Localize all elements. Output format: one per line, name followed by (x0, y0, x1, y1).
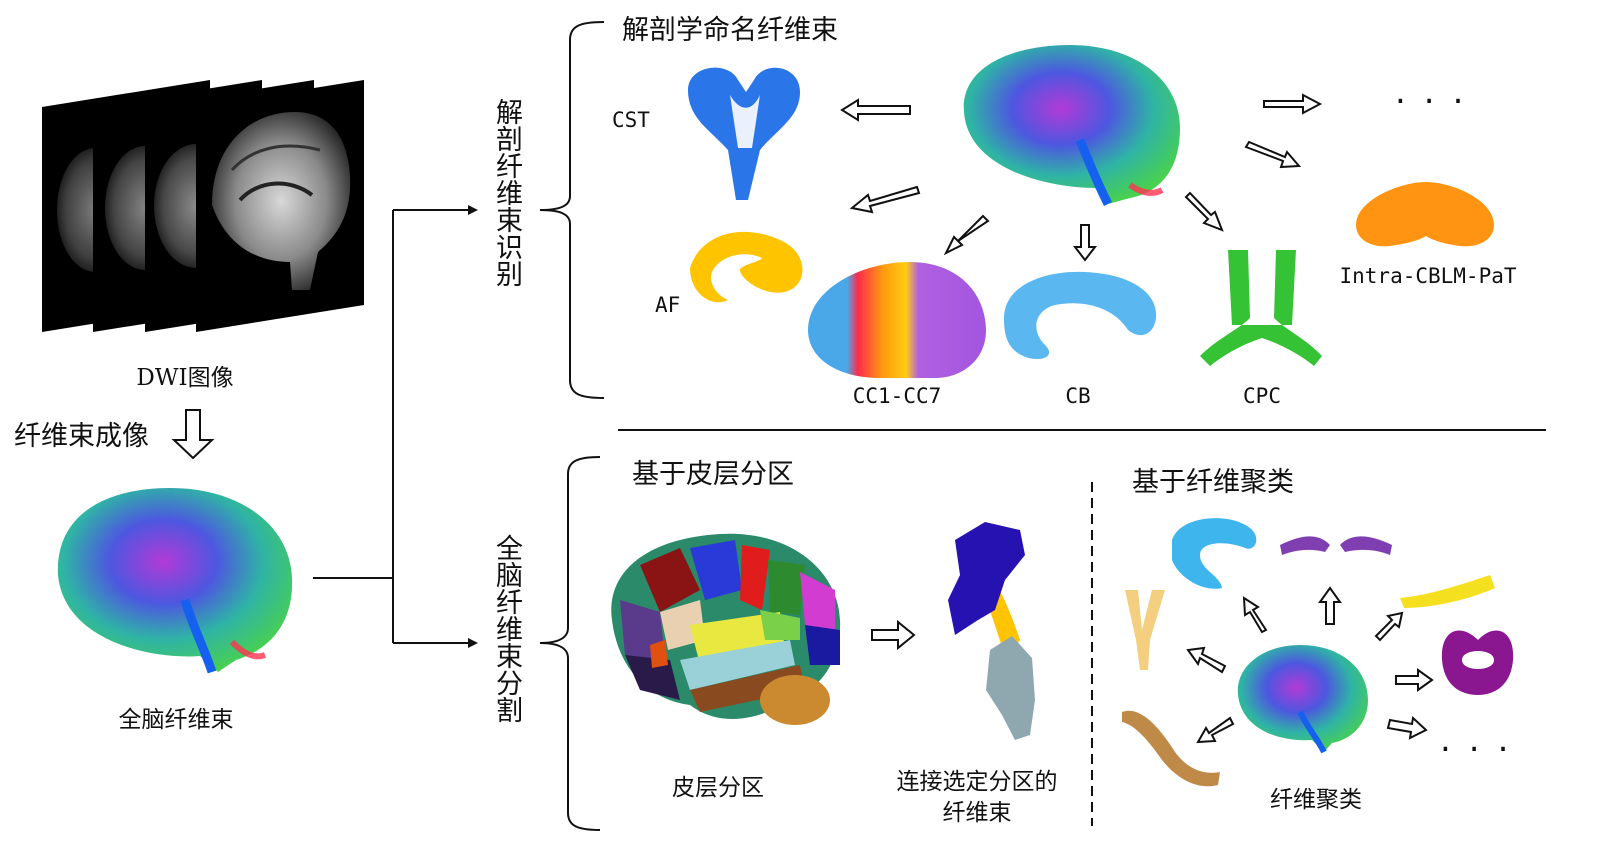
top-section-title: 解剖学命名纤维束 (622, 15, 838, 46)
tract-label-cpc: CPC (1243, 384, 1281, 408)
cluster-label: 纤维聚类 (1270, 787, 1362, 813)
arrow-to-cpc (1184, 191, 1224, 232)
arrow-cl-7 (1386, 716, 1428, 740)
arrow-to-more-top (1263, 93, 1323, 115)
cluster-cyan (1172, 518, 1257, 589)
tract-label-cb: CB (1065, 384, 1091, 408)
bottom-ellipsis: ... (1440, 720, 1527, 760)
selected-region-connection (948, 522, 1035, 740)
arrow-cl-5 (1395, 668, 1434, 692)
arrow-to-cc (943, 214, 990, 256)
cb-tract (1004, 271, 1157, 360)
clustered-brain (1237, 645, 1368, 754)
arrow-to-cst (840, 98, 911, 122)
cc-tract (808, 262, 986, 378)
cluster-magenta (1441, 630, 1514, 695)
dwi-label: DWI图像 (136, 365, 234, 391)
arrow-cl-1 (1242, 596, 1268, 634)
arrow-to-cblm (1244, 140, 1302, 169)
arrow-cl-3 (1374, 611, 1404, 642)
whole-brain-tractography (57, 488, 293, 674)
arrow-head-bottom (468, 638, 478, 648)
arrow-to-cb (1072, 224, 1098, 262)
fiber-clusters (1122, 518, 1514, 787)
arrow-cl-2 (1318, 586, 1342, 625)
branch-connector (313, 209, 470, 644)
central-brain-tractography (963, 45, 1180, 207)
cluster-brown (1122, 710, 1220, 787)
tract-label-af: AF (655, 293, 681, 317)
connection-label-line1: 连接选定分区的 (896, 769, 1058, 795)
cortical-parcellation-brain (611, 533, 841, 725)
anatomical-identification-label: 解剖纤维束识别 (491, 98, 522, 287)
down-arrow-icon (171, 409, 215, 460)
cblm-tract (1356, 182, 1494, 247)
arrow-head-top (468, 205, 478, 215)
arrow-to-af (849, 185, 921, 214)
arrow-to-connection (871, 619, 916, 651)
top-ellipsis: ... (1395, 72, 1482, 112)
dwi-image-stack (42, 80, 364, 332)
whole-brain-label: 全脑纤维束 (118, 707, 234, 733)
cluster-beige (1125, 590, 1165, 670)
parcellation-label: 皮层分区 (672, 775, 764, 801)
cluster-purple-left (1280, 536, 1330, 555)
cst-tract (688, 67, 800, 200)
tractography-step-label: 纤维束成像 (14, 421, 149, 452)
open-arrows-top (840, 93, 1323, 262)
bottom-brace (539, 456, 601, 831)
af-tract (690, 231, 803, 303)
tract-label-cst: CST (612, 108, 650, 132)
cpc-tract (1200, 250, 1322, 366)
cluster-yellow (1400, 575, 1495, 608)
connection-label-line2: 纤维束 (942, 800, 1012, 826)
whole-brain-segmentation-label: 全脑纤维束分割 (491, 534, 522, 723)
tract-label-cblm: Intra-CBLM-PaT (1339, 264, 1517, 288)
tract-label-cc: CC1-CC7 (852, 384, 942, 408)
open-arrows-bottom (1186, 586, 1434, 744)
arrow-cl-6 (1196, 716, 1235, 744)
arrow-cl-4 (1186, 646, 1227, 674)
bottom-left-title: 基于皮层分区 (632, 459, 794, 490)
top-brace (539, 21, 605, 399)
cluster-purple-right (1340, 536, 1392, 555)
bottom-right-title: 基于纤维聚类 (1132, 467, 1294, 498)
